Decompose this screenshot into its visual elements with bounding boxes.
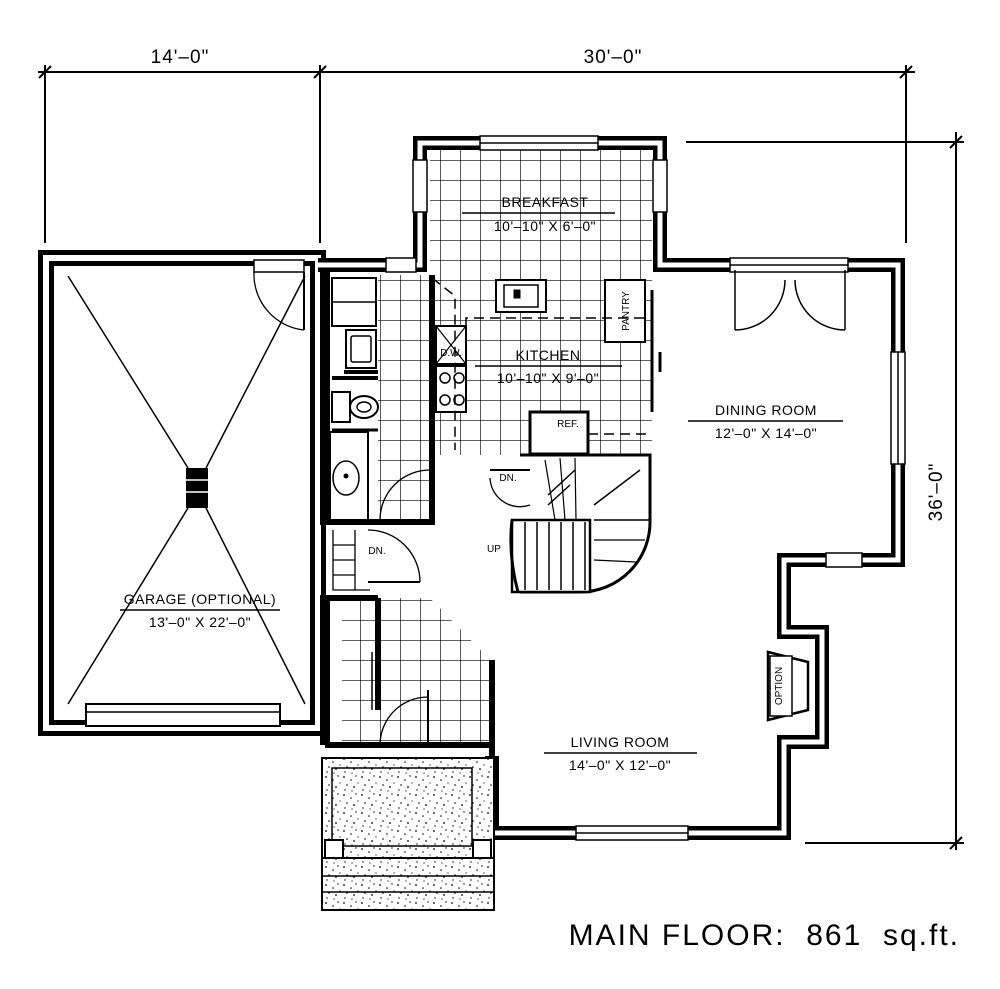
dining-room-label: DINING ROOM bbox=[715, 402, 817, 418]
living-room-size: 14'–0" X 12'–0" bbox=[569, 757, 671, 773]
kitchen-label: KITCHEN bbox=[516, 347, 581, 363]
breakfast-label: BREAKFAST bbox=[502, 194, 589, 210]
width-dimension-right: 30'–0" bbox=[584, 47, 643, 68]
breakfast-size: 10'–10" X 6'–0" bbox=[494, 218, 596, 234]
stairs-down-label: DN. bbox=[499, 473, 516, 484]
porch bbox=[321, 757, 495, 911]
powder-room-fixtures bbox=[329, 277, 431, 521]
windows bbox=[385, 135, 906, 841]
stairs-up-label: UP bbox=[487, 544, 501, 555]
interior-walls bbox=[320, 272, 495, 758]
dimension-lines bbox=[38, 65, 964, 850]
refrigerator-label: REF. bbox=[557, 419, 579, 430]
dining-doors bbox=[734, 270, 846, 331]
garage-label: GARAGE (OPTIONAL) bbox=[124, 591, 276, 607]
fireplace bbox=[766, 650, 810, 722]
stairs bbox=[332, 453, 652, 594]
width-dimension-left: 14'–0" bbox=[151, 47, 210, 68]
dining-room-size: 12'–0" X 14'–0" bbox=[715, 425, 817, 441]
kitchen-fixtures bbox=[431, 277, 662, 456]
floor-area-title: MAIN FLOOR: 861 sq.ft. bbox=[569, 919, 960, 952]
basement-stairs-label: DN. bbox=[368, 546, 385, 557]
dishwasher-label: D.W. bbox=[440, 348, 462, 359]
foyer-door bbox=[371, 652, 429, 746]
option-label: OPTION bbox=[774, 667, 785, 705]
kitchen-size: 10'–10" X 9'–0" bbox=[497, 370, 599, 386]
depth-dimension: 36'–0" bbox=[926, 463, 947, 522]
garage-size: 13'–0" X 22'–0" bbox=[149, 614, 251, 630]
living-room-label: LIVING ROOM bbox=[571, 734, 670, 750]
garage bbox=[38, 250, 326, 736]
pantry-label: PANTRY bbox=[621, 291, 632, 331]
tile-floors bbox=[342, 150, 652, 745]
